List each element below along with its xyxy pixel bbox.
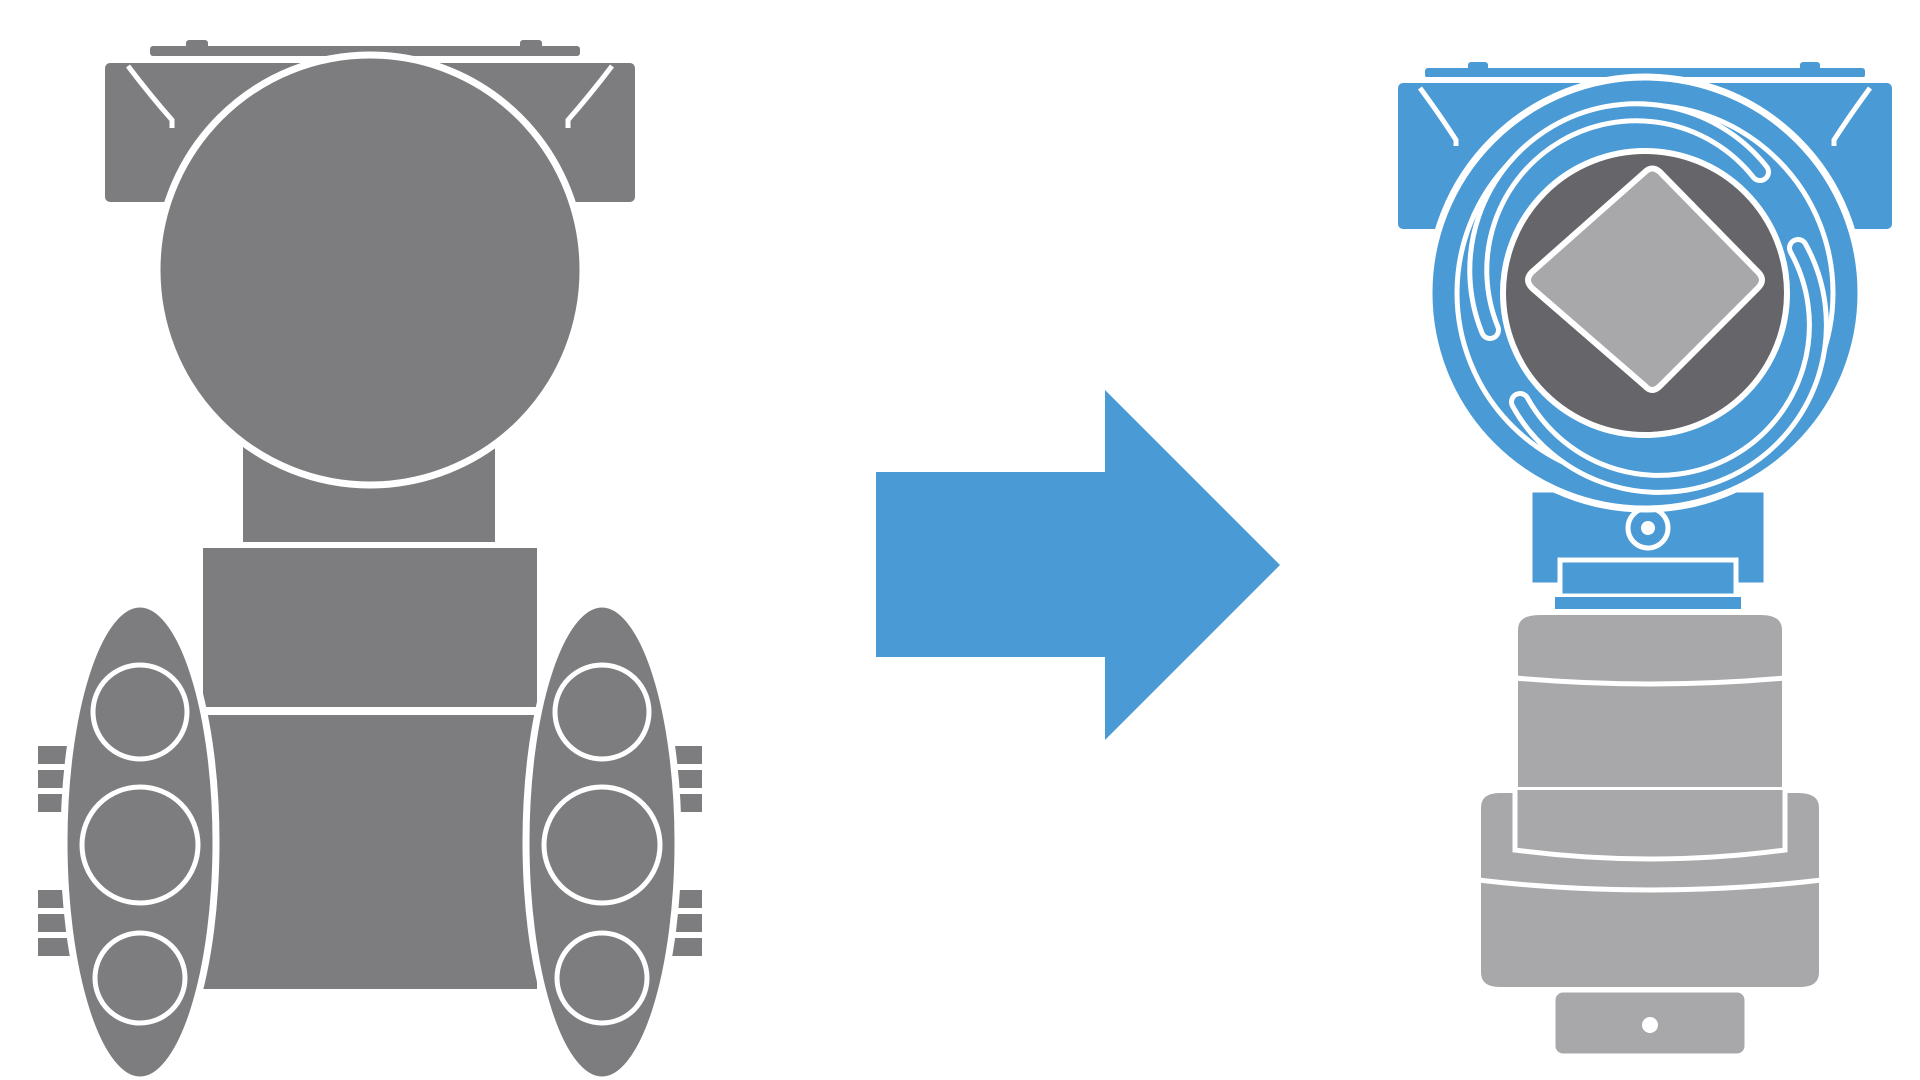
in-line-pressure-transmitter-icon [1392,62,1898,1059]
differential-pressure-transmitter-icon [38,40,702,1080]
display-diamond-icon [1525,165,1765,393]
right-arrow-icon [876,390,1280,740]
